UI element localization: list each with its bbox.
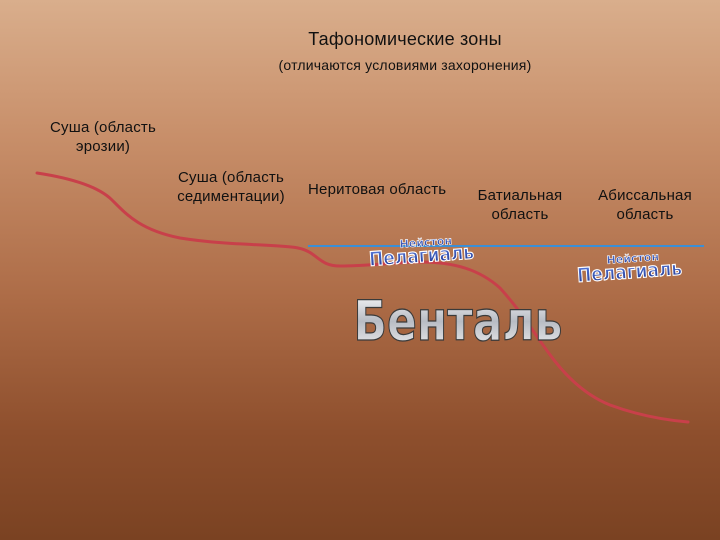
zone-label-sedimentation: Суша (область седиментации)	[166, 168, 296, 206]
wordart-neuston-1: Нейстон	[399, 234, 452, 251]
zone-label-abyssal-line1: Абиссальная	[598, 187, 692, 204]
diagram-title: Тафономические зоны	[308, 29, 502, 49]
zone-label-neritic: Неритовая область	[308, 181, 447, 198]
zone-label-erosion-line2: эрозии)	[75, 138, 131, 155]
zone-label-bathyal-line1: Батиальная	[477, 187, 563, 204]
zone-label-sedimentation-line1: Суша (область	[177, 169, 284, 186]
zone-label-bathyal: Батиальная область	[470, 186, 570, 224]
terrain-profile-line	[35, 171, 690, 424]
wordart-benthal: Бенталь	[354, 289, 563, 353]
zone-label-sedimentation-line2: седиментации)	[177, 188, 285, 205]
zone-label-abyssal-line2: область	[616, 206, 674, 223]
zone-label-abyssal: Абиссальная область	[590, 186, 700, 224]
wordart-neuston-2: Нейстон	[606, 250, 659, 267]
zone-label-bathyal-line2: область	[491, 206, 549, 223]
zone-label-erosion: Суша (область эрозии)	[38, 118, 168, 156]
zone-label-erosion-line1: Суша (область	[49, 119, 156, 136]
wordart-pelagial-2: Пелагиаль	[576, 258, 682, 288]
diagram-subtitle: (отличаются условиями захоронения)	[278, 57, 532, 73]
